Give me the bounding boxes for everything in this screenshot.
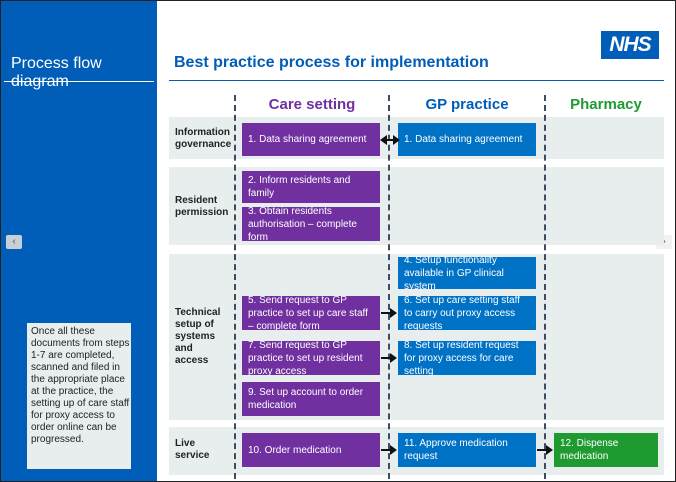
row-label-information-governance: Information governance (175, 127, 232, 150)
step-7-request-resident-proxy: 7. Send request to GP practice to set up… (242, 340, 380, 377)
row-label-live-service: Live service (175, 438, 210, 461)
step-2-inform-residents: 2. Inform residents and family (242, 171, 380, 203)
step-9-setup-account: 9. Set up account to order medication (242, 382, 380, 416)
sidebar-title: Process flow diagram (11, 55, 102, 90)
step-10-order-medication: 10. Order medication (242, 433, 380, 467)
step-8-setup-resident-request: 8. Set up resident request for proxy acc… (398, 340, 536, 377)
column-header-gp-practice: GP practice (425, 96, 509, 113)
arrow-right (381, 308, 397, 318)
previous-slide-icon[interactable]: ‹ (6, 235, 22, 249)
step-11-approve-request: 11. Approve medication request (398, 433, 536, 467)
arrow-right (537, 445, 553, 455)
column-divider (544, 95, 546, 479)
column-divider (388, 95, 390, 479)
step-4-setup-functionality: 4. Setup functionality available in GP c… (398, 255, 536, 292)
arrow-right (381, 353, 397, 363)
nhs-logo: NHS (601, 31, 659, 59)
row-label-resident-permission: Resident permission (175, 195, 229, 218)
column-divider (234, 95, 236, 479)
column-header-care-setting: Care setting (268, 96, 356, 113)
arrow-right (381, 445, 397, 455)
sidebar: Process flow diagram Once all these docu… (1, 1, 157, 481)
sidebar-divider (4, 81, 154, 82)
step-6-setup-care-staff: 6. Set up care setting staff to carry ou… (398, 295, 536, 332)
column-header-pharmacy: Pharmacy (570, 96, 642, 113)
step-1-care-data-sharing: 1. Data sharing agreement (242, 123, 380, 156)
step-3-obtain-authorisation: 3. Obtain residents authorisation – comp… (242, 206, 380, 243)
title-divider (169, 80, 664, 81)
row-label-technical-setup: Technical setup of systems and access (175, 307, 221, 366)
step-12-dispense-medication: 12. Dispense medication (554, 433, 658, 467)
bidirectional-arrow (380, 135, 400, 145)
page-title: Best practice process for implementation (174, 54, 489, 71)
info-note: Once all these documents from steps 1-7 … (27, 323, 131, 469)
step-5-request-care-staff: 5. Send request to GP practice to set up… (242, 295, 380, 332)
step-1-gp-data-sharing: 1. Data sharing agreement (398, 123, 536, 156)
